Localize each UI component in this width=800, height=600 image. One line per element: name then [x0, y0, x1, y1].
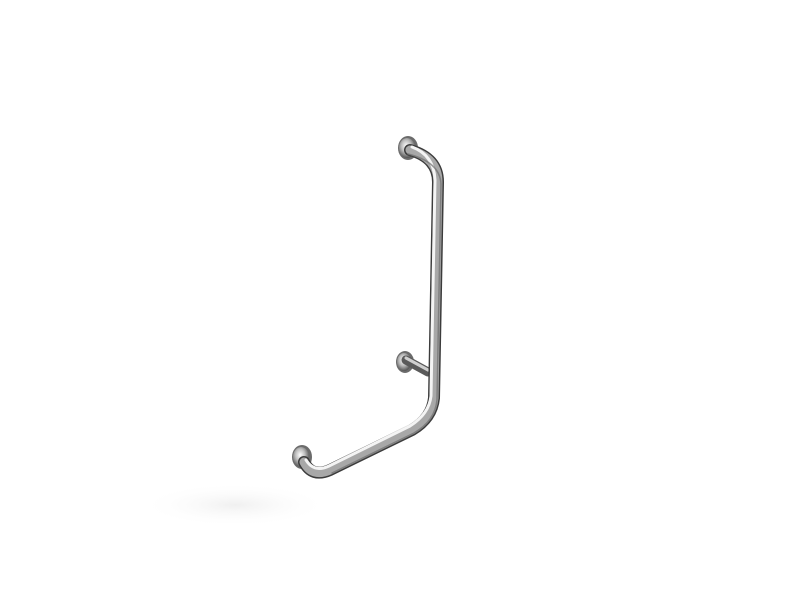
tube-highlight	[304, 145, 437, 470]
floor-shadow	[140, 483, 330, 527]
middle-standoff	[401, 355, 433, 377]
